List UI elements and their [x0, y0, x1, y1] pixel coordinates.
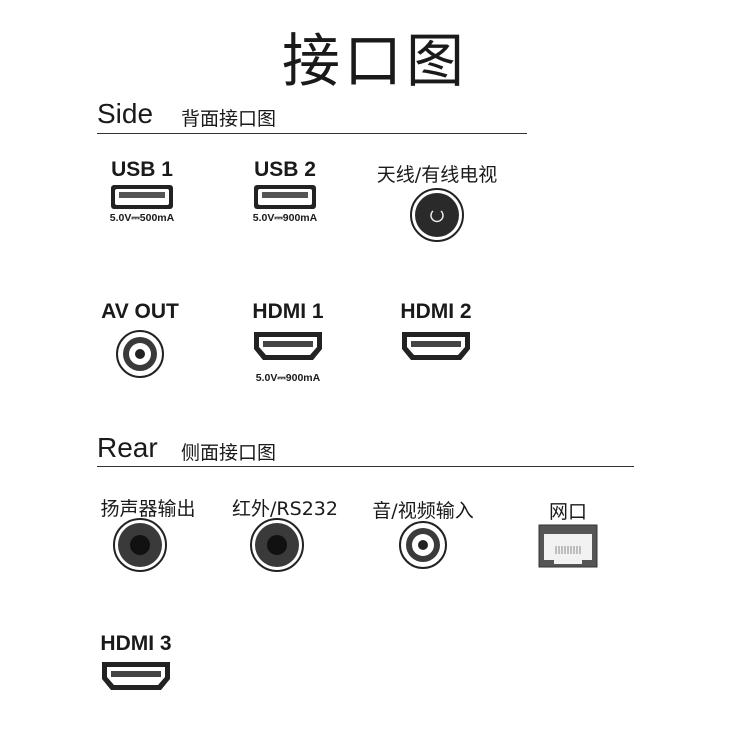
ir-rs232-label: 红外/RS232 — [232, 498, 338, 520]
ethernet-port-icon — [538, 524, 598, 568]
rear-subheading: 侧面接口图 — [181, 442, 277, 464]
rca-port-icon — [399, 521, 447, 569]
page-title: 接口图 — [281, 27, 468, 95]
side-divider — [97, 133, 527, 134]
hdmi-port-icon — [254, 332, 322, 360]
speaker-label: 扬声器输出 — [100, 498, 196, 520]
hdmi1-spec: 5.0V⎓900mA — [255, 372, 321, 384]
side-heading: Side — [97, 98, 154, 129]
side-subheading: 背面接口图 — [181, 108, 277, 130]
hdmi-port-icon — [102, 662, 170, 690]
lan-label: 网口 — [548, 501, 587, 523]
usb-port-icon — [111, 185, 173, 209]
hdmi3-label: HDMI 3 — [100, 632, 172, 655]
rear-heading: Rear — [97, 432, 158, 463]
av-out-label: AV OUT — [101, 300, 179, 323]
antenna-label: 天线/有线电视 — [376, 164, 498, 186]
usb2-label: USB 2 — [254, 158, 316, 181]
av-in-label: 音/视频输入 — [372, 500, 474, 522]
usb1-spec: 5.0V⎓500mA — [109, 212, 175, 224]
speaker-jack-icon — [113, 518, 167, 572]
usb2-spec: 5.0V⎓900mA — [252, 212, 318, 224]
usb-port-icon — [254, 185, 316, 209]
hdmi-port-icon — [402, 332, 470, 360]
antenna-port-icon — [410, 188, 464, 242]
hdmi2-label: HDMI 2 — [400, 300, 472, 323]
rear-divider — [97, 466, 634, 467]
hdmi1-label: HDMI 1 — [252, 300, 324, 323]
ir-rs232-jack-icon — [250, 518, 304, 572]
rca-port-icon — [116, 330, 164, 378]
usb1-label: USB 1 — [111, 158, 173, 181]
